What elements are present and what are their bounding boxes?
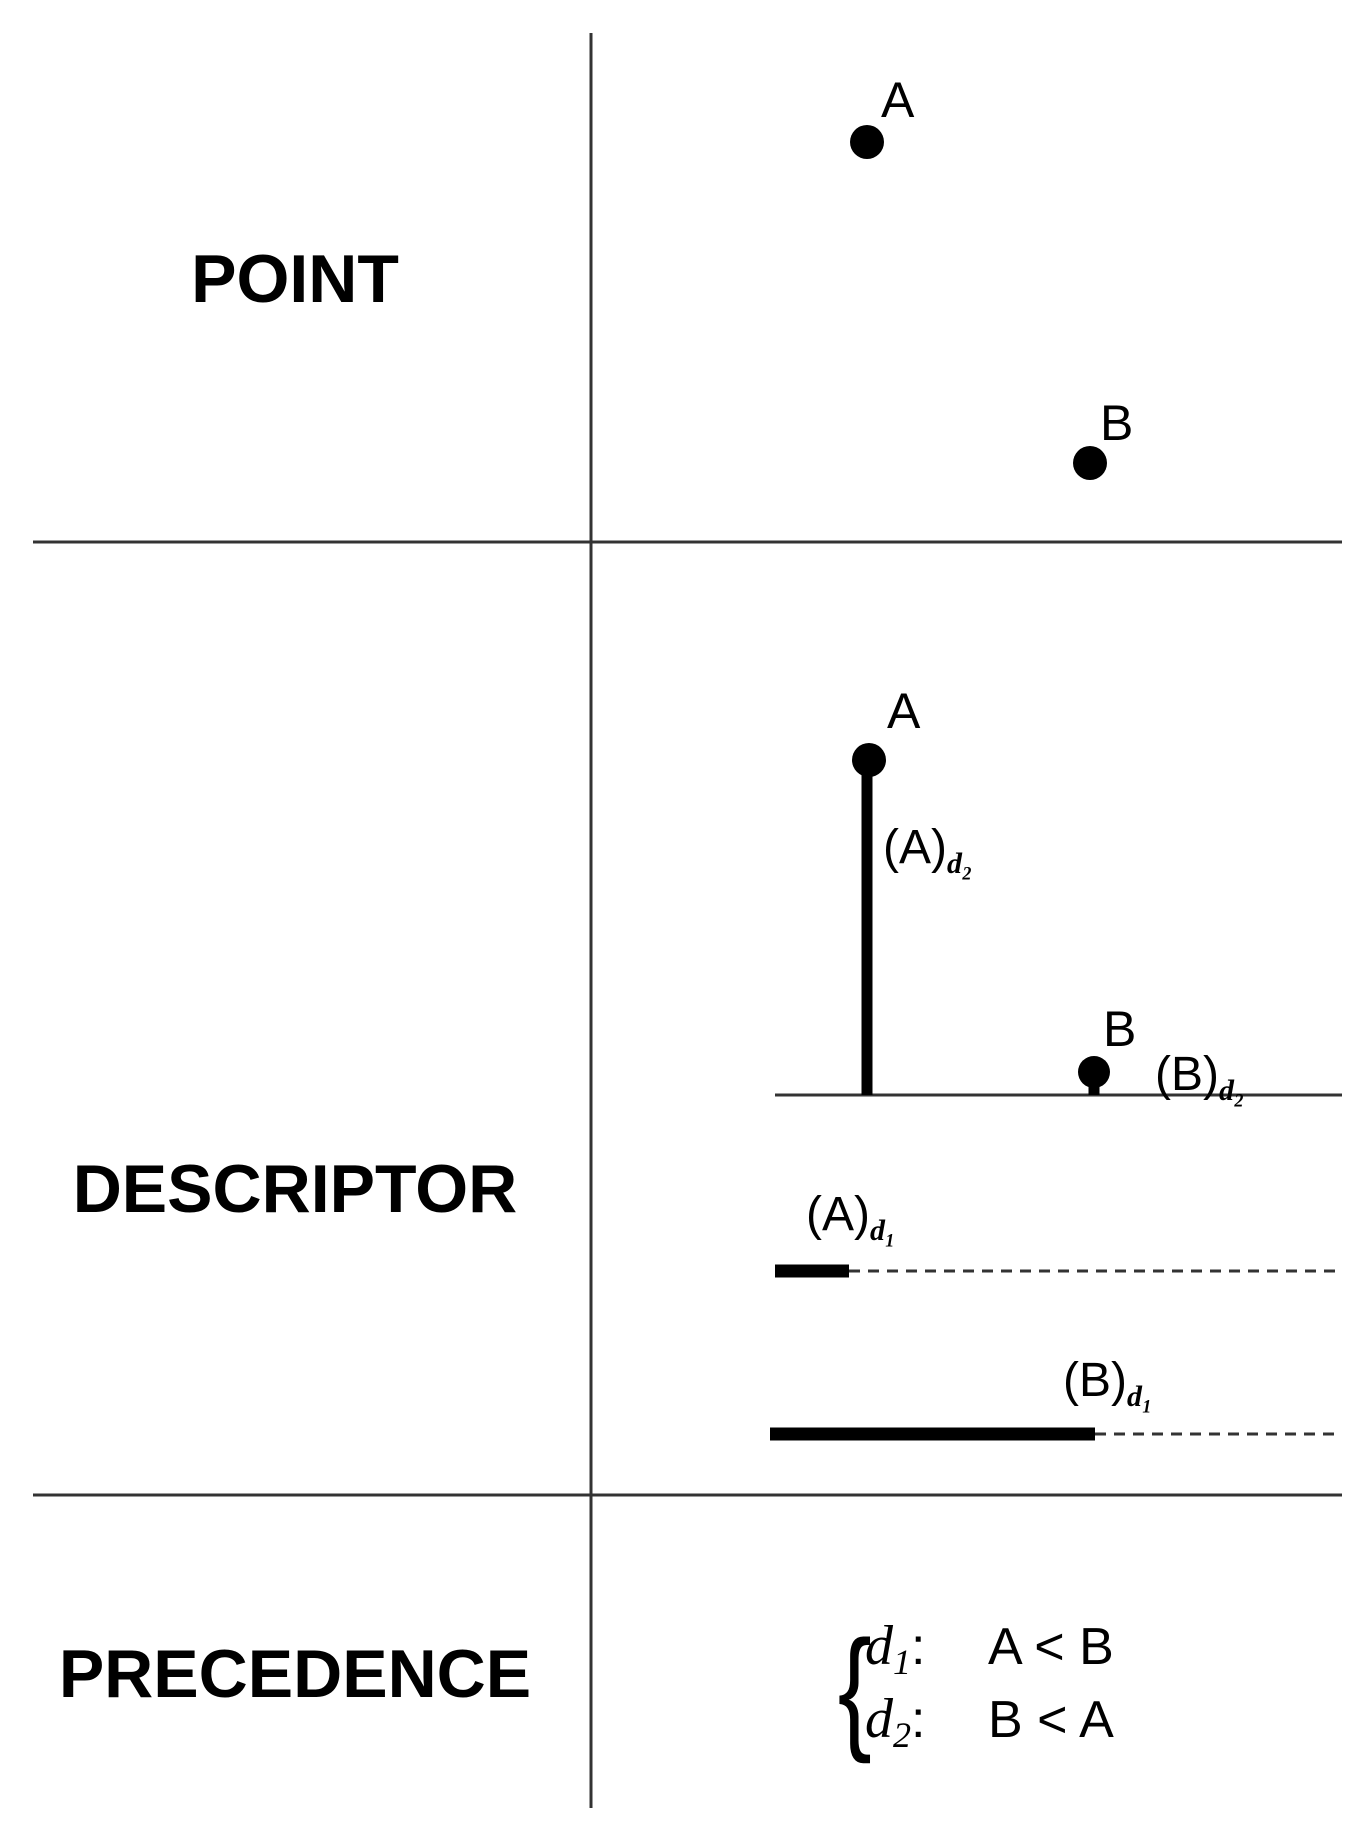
row-label-descriptor: DESCRIPTOR bbox=[73, 1151, 518, 1227]
a-d1-label: (A)d₁ bbox=[806, 1188, 895, 1247]
descriptor-a-marker bbox=[852, 743, 886, 777]
b-d2-label: (B)d₂ bbox=[1155, 1048, 1244, 1107]
precedence-brace: { bbox=[838, 1613, 872, 1765]
descriptor-b-label: B bbox=[1103, 1001, 1136, 1057]
row-label-precedence: PRECEDENCE bbox=[59, 1636, 531, 1712]
point-a-marker bbox=[850, 125, 884, 159]
point-a-label: A bbox=[881, 72, 915, 128]
row-label-point: POINT bbox=[191, 241, 399, 317]
point-b-label: B bbox=[1100, 395, 1133, 451]
precedence-line-1: d1:A < B bbox=[865, 1615, 1114, 1682]
descriptor-b-marker bbox=[1078, 1056, 1110, 1088]
descriptor-a-label: A bbox=[887, 683, 921, 739]
precedence-line-2: d2:B < A bbox=[865, 1688, 1114, 1755]
b-d1-label: (B)d₁ bbox=[1063, 1354, 1152, 1413]
a-d2-label: (A)d₂ bbox=[883, 821, 972, 880]
point-b-marker bbox=[1073, 446, 1107, 480]
